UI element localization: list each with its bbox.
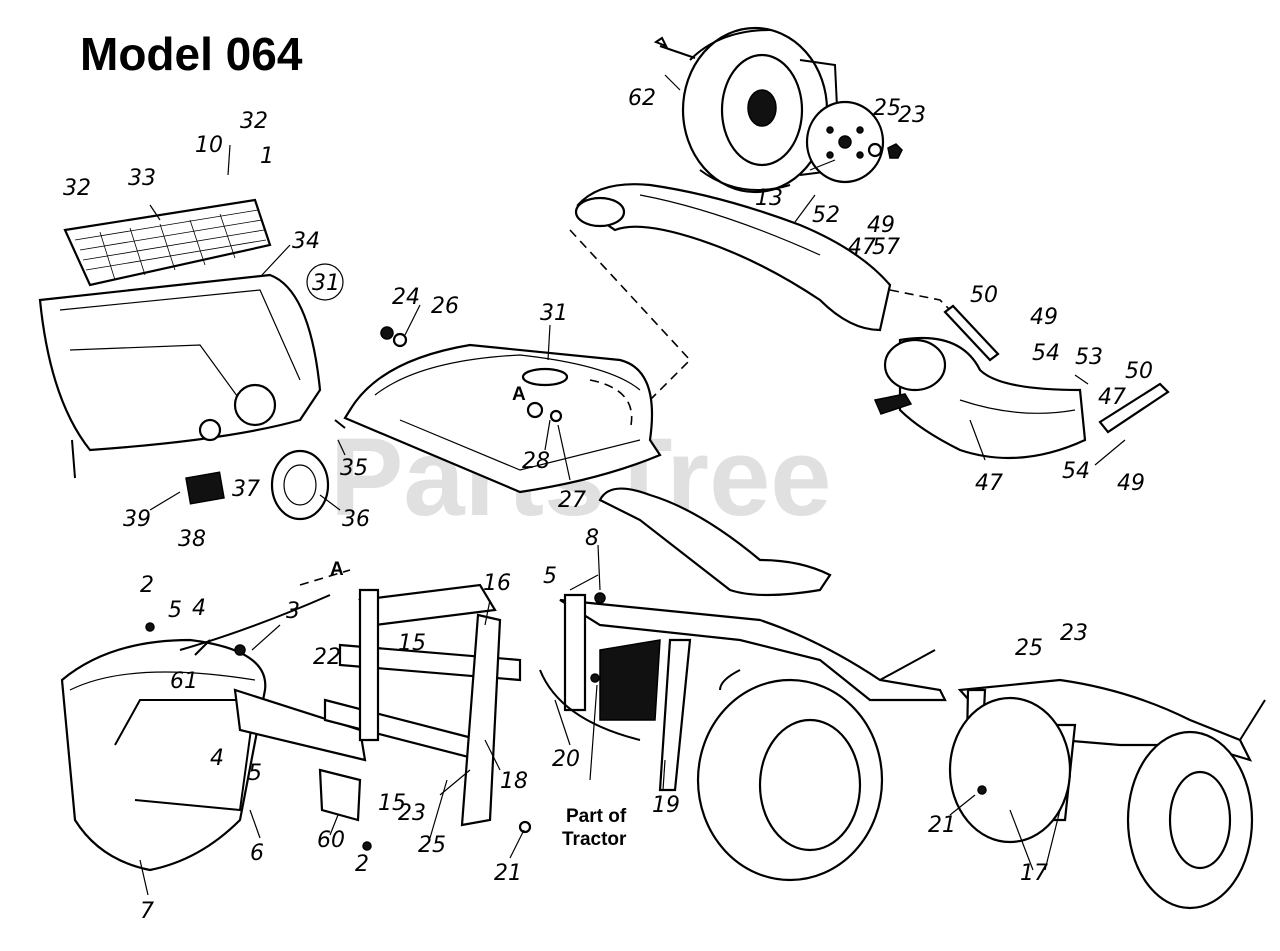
callout-52: 52 (812, 203, 840, 228)
cover-assembly (343, 326, 662, 494)
grille-frame-assembly (38, 198, 346, 521)
callout-32-b: 32 (63, 176, 91, 201)
callout-22: 22 (313, 645, 341, 670)
svg-text:31: 31 (312, 271, 340, 296)
callout-21-mid: 21 (494, 861, 522, 886)
callout-18: 18 (500, 769, 528, 794)
callout-24: 24 (392, 285, 420, 310)
callout-62: 62 (628, 86, 656, 111)
callout-49-b: 49 (1030, 305, 1058, 330)
callout-50-b: 50 (1125, 359, 1153, 384)
callout-50-a: 50 (970, 283, 998, 308)
part-of-tractor-line1: Part of (566, 806, 627, 827)
callout-23-mid: 23 (398, 801, 426, 826)
part-of-tractor-line2: Tractor (562, 829, 627, 850)
callout-25-mid: 25 (418, 833, 446, 858)
callout-10: 10 (195, 133, 223, 158)
callout-53: 53 (1075, 345, 1103, 370)
callout-37: 37 (232, 477, 260, 502)
callout-3: 3 (286, 599, 300, 624)
callout-1: 1 (260, 144, 274, 169)
circled-callout-31: 31 (306, 263, 344, 301)
callout-7: 7 (140, 899, 154, 924)
callout-2-b: 2 (355, 852, 369, 877)
grass-bag-assembly (60, 569, 532, 872)
callout-15-b: 15 (378, 791, 406, 816)
callout-54-a: 54 (1032, 341, 1060, 366)
callout-8: 8 (585, 526, 599, 551)
callout-32-a: 32 (240, 109, 268, 134)
callout-2-a: 2 (140, 573, 154, 598)
callout-17: 17 (1020, 861, 1048, 886)
callout-21-right: 21 (928, 813, 956, 838)
callout-36: 36 (342, 507, 370, 532)
reference-letter-a-bottom: A (330, 559, 344, 580)
callout-49-a: 49 (867, 213, 895, 238)
callout-47-a: 47 (848, 235, 876, 260)
callout-5-b: 5 (168, 598, 182, 623)
callout-28: 28 (522, 449, 550, 474)
leader-lines (139, 74, 1126, 896)
callout-47-c: 47 (975, 471, 1003, 496)
wheel-assembly (653, 26, 903, 194)
rear-inset (948, 678, 1266, 910)
callout-23-right: 23 (1060, 621, 1088, 646)
page-title: Model 064 (80, 28, 303, 80)
callout-35: 35 (340, 456, 368, 481)
callout-20: 20 (552, 747, 580, 772)
callout-15-a: 15 (398, 631, 426, 656)
callout-47-b: 47 (1098, 385, 1126, 410)
callout-54-b: 54 (1062, 459, 1090, 484)
callout-38: 38 (178, 527, 206, 552)
callout-25-top: 25 (873, 96, 901, 121)
reference-letter-a-top: A (512, 384, 526, 405)
callout-4-a: 4 (192, 596, 206, 621)
callout-61: 61 (170, 669, 198, 694)
callout-27: 27 (558, 488, 586, 513)
callout-25-right: 25 (1015, 636, 1043, 661)
callout-49-c: 49 (1117, 471, 1145, 496)
callout-labels: 62 25 23 13 52 49 47 57 50 49 54 53 50 4… (63, 86, 1153, 924)
callout-60: 60 (317, 828, 345, 853)
callout-57: 57 (872, 235, 900, 260)
callout-13: 13 (755, 186, 783, 211)
callout-39: 39 (123, 507, 151, 532)
callout-5-c: 5 (248, 761, 262, 786)
discharge-chute (569, 183, 1170, 460)
callout-31: 31 (540, 301, 568, 326)
callout-4-b: 4 (210, 746, 224, 771)
callout-26: 26 (431, 294, 459, 319)
callout-34: 34 (292, 229, 320, 254)
callout-19: 19 (652, 793, 680, 818)
tractor-body (539, 487, 947, 882)
callout-33: 33 (128, 166, 156, 191)
callout-6: 6 (250, 841, 264, 866)
callout-16: 16 (483, 571, 511, 596)
callout-23-top: 23 (898, 103, 926, 128)
callout-5-a: 5 (543, 564, 557, 589)
